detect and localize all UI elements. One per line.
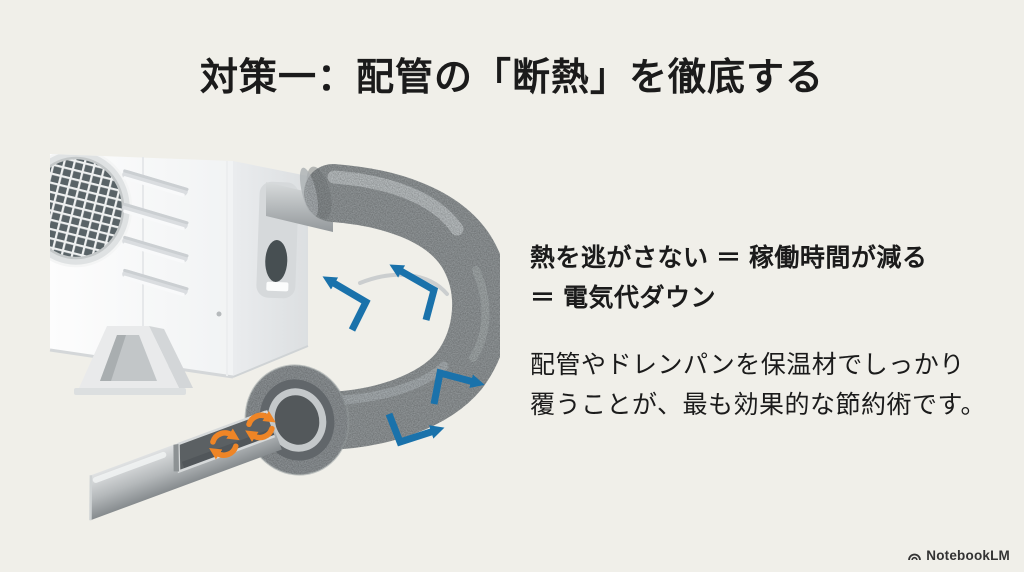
paragraph-line1: 配管やドレンパンを保温材でしっかり [530, 351, 965, 379]
headline-line2: ＝ 電気代ダウン [530, 284, 716, 312]
vent-slats [122, 169, 189, 297]
screw [216, 311, 222, 317]
notebooklm-branding: NotebookLM [907, 548, 1010, 563]
page-title: 対策一：配管の「断熱」を徹底する [199, 57, 824, 99]
brand-text: NotebookLM [926, 548, 1010, 563]
heat-reflect-arrows-lower [385, 368, 485, 447]
ac-pipe-illustration [49, 142, 500, 521]
fan-grille [50, 154, 133, 268]
mounting-foot [74, 326, 193, 395]
paragraph-line2: 覆うことが、最も効果的な節約術です。 [530, 391, 987, 419]
inner-pipe [89, 410, 282, 521]
body-paragraph: 配管やドレンパンを保温材でしっかり 覆うことが、最も効果的な節約術です。 [530, 345, 990, 425]
headline: 熱を逃がさない ＝ 稼働時間が減る ＝ 電気代ダウン [530, 238, 990, 318]
heat-circulation-arrows [209, 410, 276, 460]
foam-texture [252, 142, 500, 492]
text-block: 熱を逃がさない ＝ 稼働時間が減る ＝ 電気代ダウン 配管やドレンパンを保温材で… [530, 238, 990, 425]
notebooklm-arc-icon [908, 553, 922, 560]
headline-line1: 熱を逃がさない ＝ 稼働時間が減る [530, 244, 928, 272]
heat-reflect-arrows-upper [322, 264, 439, 332]
